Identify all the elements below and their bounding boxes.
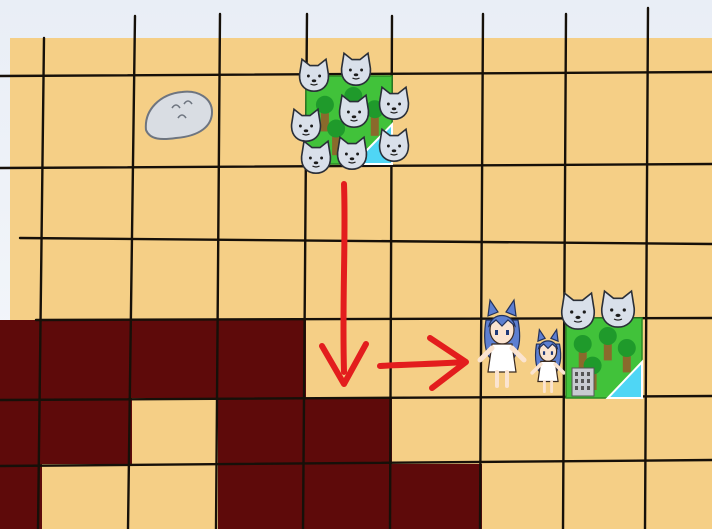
- board-tile[interactable]: [482, 38, 565, 76]
- blocked-tile[interactable]: [306, 398, 392, 464]
- board-tile[interactable]: [42, 166, 132, 240]
- red-arrow-icon: [343, 184, 344, 372]
- building-window: [587, 379, 590, 383]
- board-tile[interactable]: [132, 240, 218, 320]
- blocked-tile[interactable]: [42, 398, 132, 464]
- board-tile[interactable]: [648, 464, 712, 529]
- board-tile[interactable]: [648, 398, 712, 464]
- board-tile[interactable]: [132, 38, 218, 76]
- board-tile[interactable]: [565, 76, 648, 166]
- blocked-tile[interactable]: [0, 398, 42, 464]
- building-window: [575, 372, 578, 376]
- board-tile[interactable]: [306, 320, 392, 398]
- board-tile[interactable]: [482, 398, 565, 464]
- board-tile[interactable]: [42, 76, 132, 166]
- board-tile[interactable]: [565, 166, 648, 240]
- board-tile[interactable]: [565, 398, 648, 464]
- blocked-tile[interactable]: [218, 398, 306, 464]
- board-tile[interactable]: [482, 464, 565, 529]
- board-tile[interactable]: [132, 166, 218, 240]
- board-tile[interactable]: [648, 240, 712, 320]
- board-tile[interactable]: [648, 76, 712, 166]
- blocked-tile[interactable]: [0, 320, 42, 398]
- board-tile[interactable]: [218, 166, 306, 240]
- blocked-tile[interactable]: [0, 464, 42, 529]
- building-window: [581, 386, 584, 390]
- board-tile[interactable]: [10, 38, 42, 76]
- board-tile[interactable]: [42, 464, 132, 529]
- board-tile[interactable]: [306, 240, 392, 320]
- blocked-tile[interactable]: [42, 320, 132, 398]
- building-window: [587, 386, 590, 390]
- board-tile[interactable]: [306, 166, 392, 240]
- building-window: [575, 386, 578, 390]
- blocked-tile[interactable]: [132, 320, 218, 398]
- board-tile[interactable]: [648, 166, 712, 240]
- building-window: [581, 372, 584, 376]
- board-tile[interactable]: [218, 240, 306, 320]
- forest-wolves-unit[interactable]: [562, 291, 642, 398]
- building-window: [581, 379, 584, 383]
- board-tile[interactable]: [565, 464, 648, 529]
- board-tile[interactable]: [42, 38, 132, 76]
- board-tile[interactable]: [132, 464, 218, 529]
- building-window: [575, 379, 578, 383]
- board-tile[interactable]: [132, 398, 218, 464]
- board-tile[interactable]: [565, 38, 648, 76]
- board-tile[interactable]: [482, 166, 565, 240]
- board-tile[interactable]: [10, 240, 42, 320]
- board-tile[interactable]: [392, 240, 482, 320]
- board-tile[interactable]: [392, 166, 482, 240]
- tree-canopy: [618, 339, 636, 357]
- blocked-tile[interactable]: [218, 464, 306, 529]
- blocked-tile[interactable]: [392, 464, 482, 529]
- board-tile[interactable]: [392, 38, 482, 76]
- board-tile[interactable]: [482, 76, 565, 166]
- board-tile[interactable]: [392, 398, 482, 464]
- red-arrow-icon: [380, 362, 464, 366]
- blocked-tile[interactable]: [306, 464, 392, 529]
- board-tile[interactable]: [218, 38, 306, 76]
- board-tile[interactable]: [648, 320, 712, 398]
- tree-canopy: [574, 335, 592, 353]
- board-tile[interactable]: [42, 240, 132, 320]
- blocked-tile[interactable]: [218, 320, 306, 398]
- board-tile[interactable]: [648, 38, 712, 76]
- tree-canopy: [599, 327, 617, 345]
- board-tile[interactable]: [10, 166, 42, 240]
- building-window: [587, 372, 590, 376]
- board-tile[interactable]: [10, 76, 42, 166]
